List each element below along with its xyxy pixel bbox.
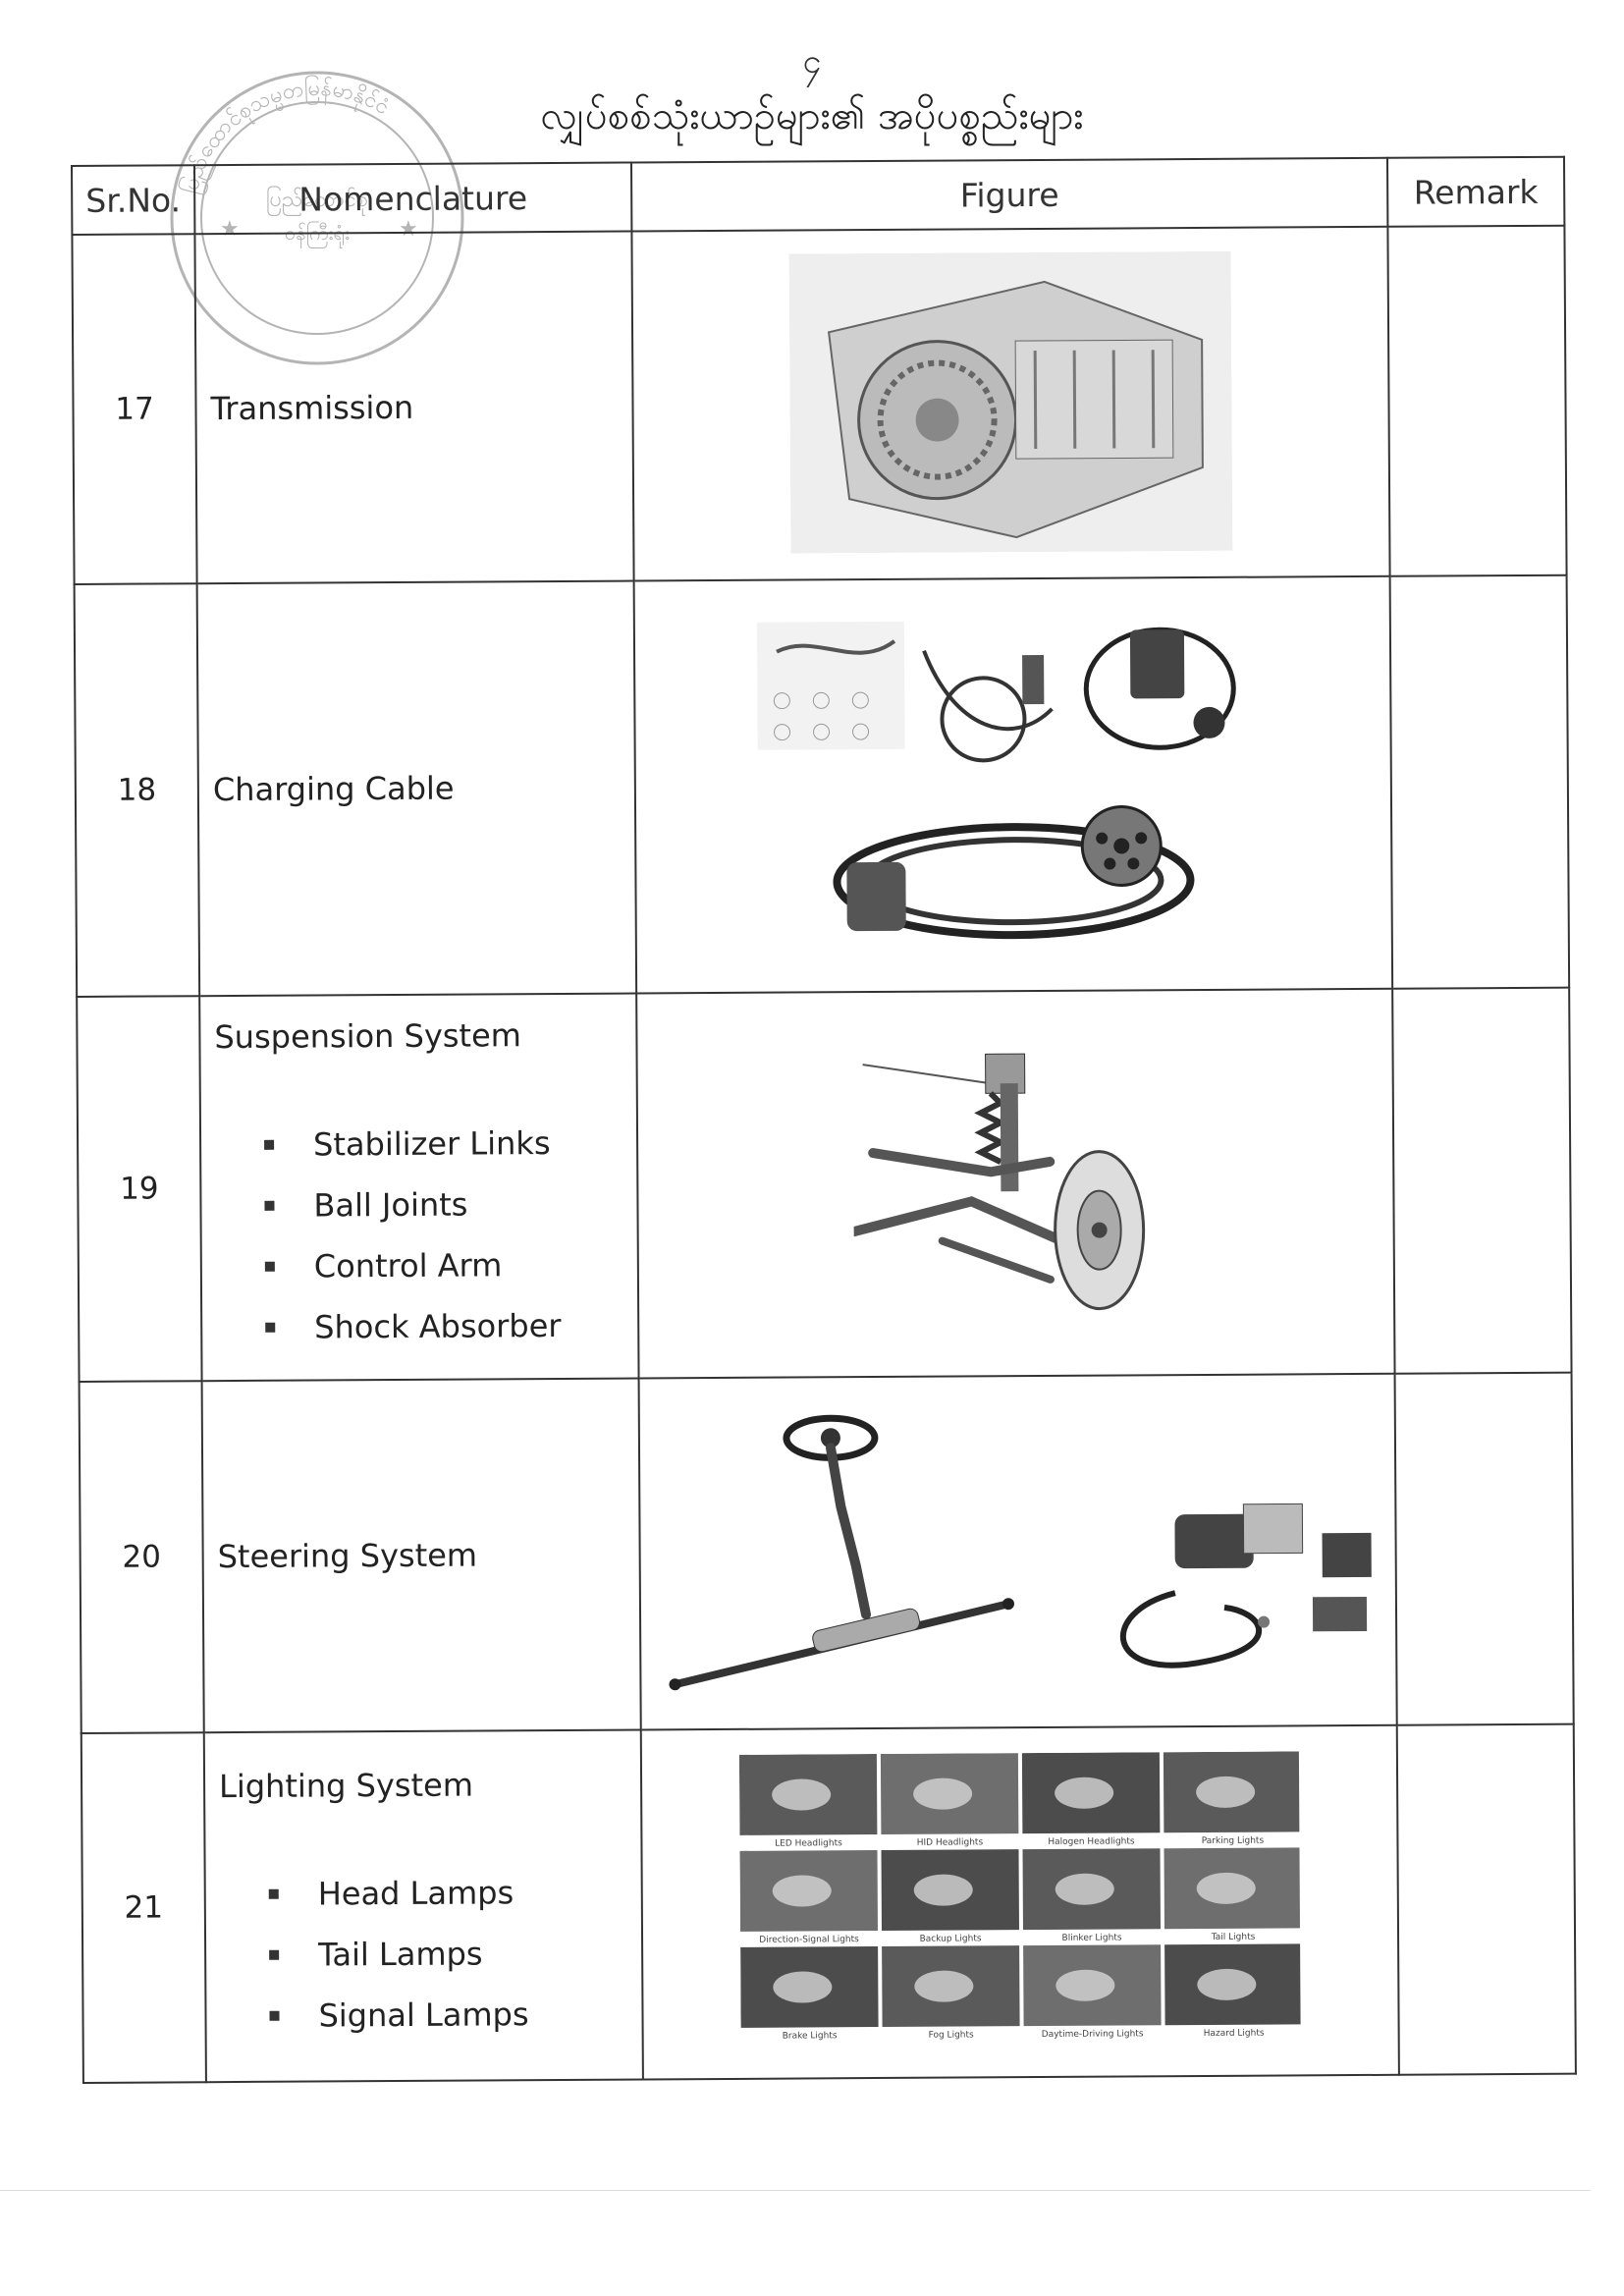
lighting-photo-tile: Daytime-Driving Lights	[1023, 1944, 1162, 2040]
footer-divider	[0, 2190, 1591, 2191]
row-remark	[1392, 987, 1572, 1374]
lighting-photo-tile: Parking Lights	[1163, 1751, 1301, 1846]
spare-parts-table: Sr.No. Nomenclature Figure Remark 17 Tra…	[71, 156, 1577, 2084]
header-sr-no: Sr.No.	[72, 165, 195, 235]
steering-system-image	[669, 1414, 1372, 1691]
svg-text:★: ★	[220, 217, 240, 242]
list-item: Tail Lamps	[269, 1922, 640, 1985]
svg-text:ပြည်ထောင်စု: ပြည်ထောင်စု	[266, 186, 368, 216]
row-nomenclature: Charging Cable	[196, 580, 637, 997]
row-heading: Lighting System	[218, 1766, 474, 1806]
list-item: Shock Absorber	[265, 1295, 636, 1358]
lighting-photo-tile: Brake Lights	[740, 1946, 879, 2042]
lighting-caption: Halogen Headlights	[1048, 1836, 1135, 1847]
row-nomenclature: Steering System	[201, 1378, 641, 1733]
table-row: 18 Charging Cable	[74, 574, 1570, 997]
sub-item-list: Head Lamps Tail Lamps Signal Lamps	[220, 1861, 641, 2047]
row-figure	[636, 988, 1395, 1379]
row-remark	[1396, 1723, 1576, 2075]
row-figure	[631, 226, 1390, 581]
transmission-image	[788, 250, 1233, 554]
lighting-caption: Hazard Lights	[1204, 2029, 1265, 2039]
lighting-system-image: LED Headlights HID Headlights Halogen Head…	[738, 1751, 1301, 2042]
lighting-caption: Brake Lights	[783, 2031, 838, 2041]
lighting-photo-tile: Backup Lights	[881, 1849, 1019, 1944]
header-nomenclature: Nomenclature	[194, 162, 632, 235]
list-item: Control Arm	[265, 1234, 636, 1297]
row-figure: LED Headlights HID Headlights Halogen Head…	[640, 1724, 1399, 2080]
row-remark	[1387, 225, 1567, 576]
row-nomenclature: Lighting System Head Lamps Tail Lamps Si…	[203, 1729, 643, 2083]
sub-item-list: Stabilizer Links Ball Joints Control Arm…	[215, 1113, 637, 1359]
row-remark	[1389, 574, 1570, 989]
table-row: 17 Transmission	[72, 225, 1567, 584]
row-figure	[633, 575, 1393, 994]
suspension-image	[852, 1053, 1146, 1311]
lighting-caption: Parking Lights	[1202, 1836, 1265, 1846]
lighting-photo-tile: Hazard Lights	[1164, 1943, 1301, 2039]
official-seal-stamp: ပြည်ထောင်စုသမ္မတမြန်မာနိုင်ငံ ပြည်ထောင်စ…	[170, 71, 464, 365]
lighting-caption: Backup Lights	[920, 1934, 982, 1943]
row-number: 21	[81, 1732, 206, 2083]
row-number: 17	[72, 234, 197, 584]
table-row: 19 Suspension System Stabilizer Links Ba…	[77, 987, 1572, 1382]
lighting-photo-tile: Halogen Headlights	[1021, 1752, 1161, 1847]
row-heading: Suspension System	[214, 1016, 522, 1057]
lighting-caption: LED Headlights	[775, 1838, 842, 1848]
row-nomenclature: Suspension System Stabilizer Links Ball …	[199, 993, 639, 1382]
lighting-caption: Tail Lights	[1211, 1933, 1256, 1942]
list-item: Ball Joints	[264, 1174, 635, 1236]
header-figure: Figure	[630, 157, 1388, 232]
table-row: 20 Steering System	[79, 1372, 1574, 1733]
lighting-photo-tile: Blinker Lights	[1022, 1848, 1161, 1943]
row-number: 20	[79, 1381, 204, 1733]
list-item: Stabilizer Links	[264, 1113, 635, 1175]
lighting-photo-tile: Fog Lights	[882, 1945, 1020, 2041]
charging-cable-image	[756, 621, 1236, 940]
list-item: Signal Lamps	[269, 1983, 640, 2046]
lighting-photo-tile: Direction-Signal Lights	[739, 1850, 878, 1945]
list-item: Head Lamps	[269, 1861, 640, 1924]
lighting-caption: Daytime-Driving Lights	[1042, 2029, 1144, 2040]
lighting-photo-tile: HID Headlights	[880, 1753, 1019, 1848]
svg-text:ဝန်ကြီးရုံး: ဝန်ကြီးရုံး	[285, 221, 350, 248]
table-row: 21 Lighting System Head Lamps Tail Lamps…	[81, 1723, 1576, 2083]
page-title: လျှပ်စစ်သုံးယာဉ်များ၏ အပိုပစ္စည်းများ	[540, 93, 1084, 138]
lighting-caption: HID Headlights	[917, 1837, 984, 1847]
header-remark: Remark	[1386, 156, 1565, 227]
lighting-caption: Fog Lights	[929, 2030, 974, 2040]
row-number: 18	[74, 583, 200, 997]
row-remark	[1394, 1372, 1574, 1725]
row-number: 19	[77, 996, 202, 1382]
row-figure	[638, 1373, 1397, 1730]
svg-text:★: ★	[399, 217, 418, 242]
lighting-caption: Blinker Lights	[1062, 1933, 1122, 1942]
lighting-photo-tile: LED Headlights	[738, 1754, 878, 1849]
lighting-photo-tile: Tail Lights	[1164, 1847, 1301, 1942]
row-nomenclature: Transmission	[194, 231, 634, 584]
page-number: ၄	[802, 42, 822, 82]
table-header-row: Sr.No. Nomenclature Figure Remark	[72, 156, 1565, 235]
lighting-caption: Direction-Signal Lights	[759, 1935, 859, 1945]
